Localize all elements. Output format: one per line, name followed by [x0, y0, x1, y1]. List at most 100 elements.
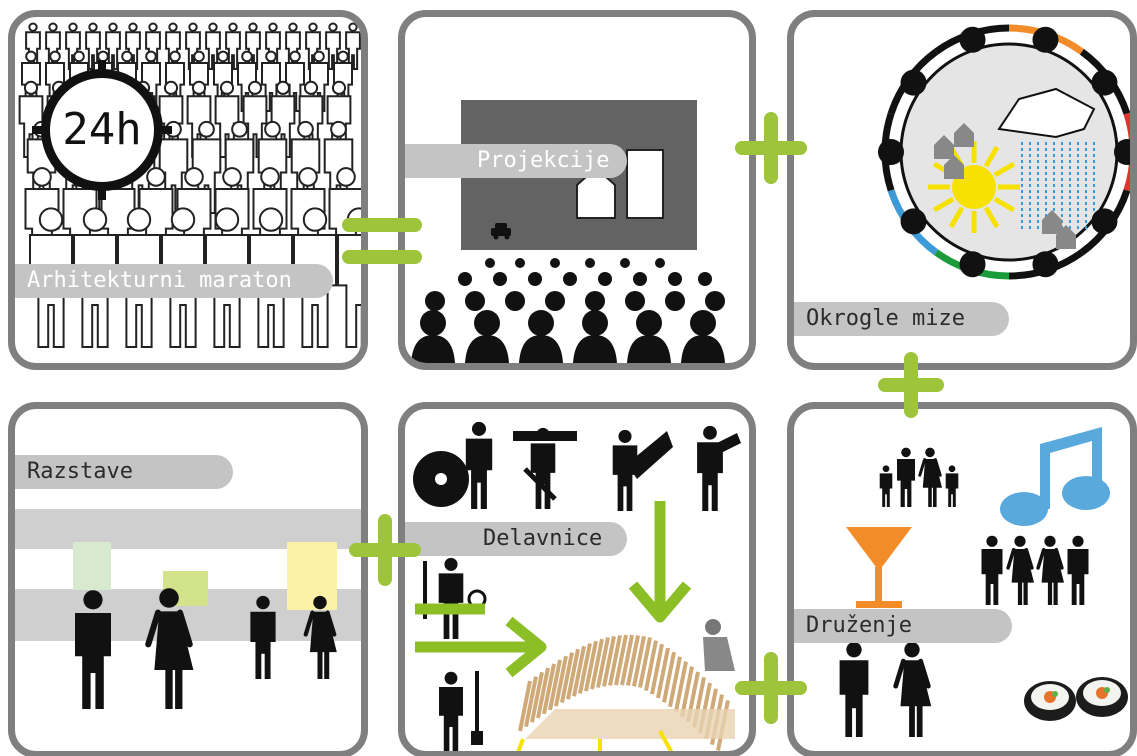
label-arhitekturni-maraton: Arhitekturni maraton	[15, 264, 333, 298]
audience-head-icon	[550, 258, 560, 268]
clock-tick-bottom	[98, 186, 106, 200]
audience-head-icon	[636, 310, 662, 336]
man-icon	[75, 590, 111, 709]
audience-head-icon	[582, 310, 608, 336]
pavilion-slat	[650, 643, 664, 695]
plus-connector	[378, 514, 392, 586]
audience-head-icon	[668, 272, 682, 286]
child-icon	[945, 465, 959, 507]
crowd-person-icon	[85, 22, 101, 70]
pavilion-slat	[608, 635, 622, 686]
workshop-illustration	[413, 421, 741, 751]
woman-icon	[893, 641, 932, 737]
pavilion-slat	[626, 635, 640, 686]
sun-ray	[993, 196, 1016, 213]
handsaw-icon	[523, 467, 557, 501]
audience-head-icon	[690, 310, 716, 336]
panel-projekcije: Projekcije	[398, 10, 756, 370]
audience-head-icon	[425, 291, 445, 311]
crowd-person-icon	[105, 22, 121, 70]
panel-okrogle-mize: Okrogle mize	[787, 10, 1137, 370]
plus-connector	[904, 352, 918, 418]
pavilion-slat	[560, 652, 574, 703]
pavilion-base	[525, 709, 735, 739]
clock-tick-left	[32, 126, 46, 134]
pavilion-slat	[674, 661, 688, 712]
pavilion-slat	[620, 634, 634, 686]
down-arrow-head	[628, 581, 692, 623]
pavilion-slat	[590, 638, 604, 690]
person-head-icon	[1091, 69, 1118, 96]
clock-tick-right	[158, 126, 172, 134]
music-note-icon	[1000, 492, 1048, 526]
exhibit-frame	[73, 542, 111, 590]
pavilion-slat	[602, 635, 616, 687]
label-okrogle-mize: Okrogle mize	[794, 302, 1009, 336]
label-delavnice: Delavnice	[405, 522, 627, 556]
pavilion-slat	[536, 667, 550, 719]
roll-carry-icon	[705, 433, 741, 459]
pavilion-slat	[578, 643, 592, 694]
sun-ray	[983, 206, 1000, 229]
plus-connector	[764, 112, 778, 184]
house-icon	[944, 155, 964, 179]
tower-icon	[626, 149, 664, 219]
audience-head-icon	[465, 291, 485, 311]
house-icon	[1042, 210, 1062, 234]
man-icon	[250, 595, 276, 679]
person-head-icon	[900, 208, 927, 235]
sushi-filling	[1104, 687, 1110, 693]
audience-head-icon	[698, 272, 712, 286]
woman-icon	[1006, 535, 1034, 605]
sun-ray	[983, 145, 1000, 168]
man-icon	[839, 641, 869, 737]
light-ray	[658, 730, 674, 751]
audience-head-icon	[505, 291, 525, 311]
crowd-person-icon	[325, 22, 341, 70]
equals-bar-top	[342, 218, 422, 232]
person-head-icon	[1032, 251, 1059, 278]
audience-head-icon	[625, 291, 645, 311]
pavilion-slat	[662, 651, 676, 703]
worker-icon	[465, 421, 493, 509]
plank-icon	[513, 431, 577, 441]
label-razstave-pill: Razstave	[15, 455, 233, 489]
pavilion-slat	[572, 645, 586, 697]
panel-druzenje: Druženje	[787, 402, 1137, 756]
light-ray	[516, 738, 525, 751]
person-head-icon	[900, 69, 927, 96]
crowd-person-icon	[225, 22, 241, 70]
clock-badge-text: 24h	[62, 104, 142, 155]
pavilion-slat	[656, 647, 670, 699]
pavilion-slat	[638, 637, 652, 688]
audience-head-icon	[705, 291, 725, 311]
audience-head-icon	[665, 291, 685, 311]
music-note-stem	[1040, 427, 1102, 509]
sushi-filling	[1052, 691, 1058, 697]
audience-head-icon	[563, 272, 577, 286]
pavilion-slat	[566, 648, 580, 700]
audience-head-icon	[485, 258, 495, 268]
pavilion-slat	[668, 656, 682, 708]
audience-head-icon	[620, 258, 630, 268]
audience-head-icon	[474, 310, 500, 336]
right-arrow-head	[505, 616, 547, 678]
worker-icon	[439, 671, 463, 751]
audience-body-icon	[681, 335, 725, 363]
audience-head-icon	[655, 258, 665, 268]
sitting-figure-head	[705, 619, 721, 635]
audience-head-icon	[528, 310, 554, 336]
crowd-person-icon	[205, 22, 221, 70]
pavilion-slat	[680, 666, 694, 718]
equals-bar-bottom	[342, 250, 422, 264]
audience-head-icon	[585, 258, 595, 268]
sun-ray	[948, 206, 965, 229]
pavilion-slat	[542, 663, 556, 715]
audience-head-icon	[585, 291, 605, 311]
shovel-blade	[471, 731, 483, 745]
clock-tick-top	[98, 60, 106, 74]
round-table-illustration	[878, 24, 1130, 280]
pavilion-slat	[530, 671, 544, 723]
clock-badge: 24h	[32, 60, 172, 200]
